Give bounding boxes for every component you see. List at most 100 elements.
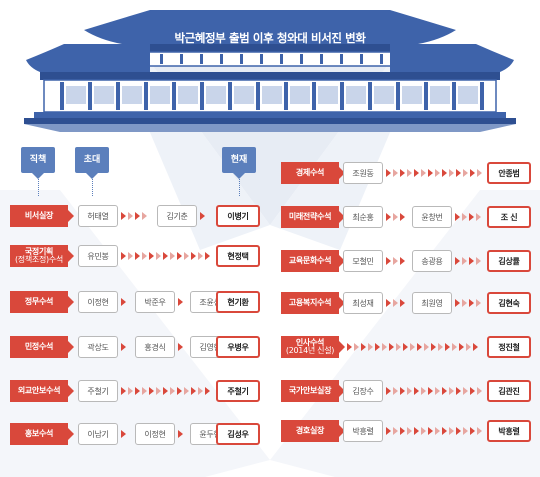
arrow-icon [393, 213, 398, 221]
arrow-icon [452, 343, 457, 351]
arrow-icon [347, 343, 352, 351]
position-label-line: 교육문화수석 [288, 255, 332, 265]
position-label-text: 미래전략수석 [288, 211, 332, 221]
position-label-line: 홍보수석 [24, 428, 54, 438]
arrow-icon [396, 343, 401, 351]
arrow-icon [469, 257, 474, 265]
arrow-icon [463, 427, 468, 435]
position-label-line: 고용복지수석 [288, 297, 332, 307]
current-holder-box: 김상률 [487, 250, 531, 272]
person-box: 모철민 [343, 250, 383, 272]
arrow-chain [455, 299, 484, 307]
position-label-line: 정무수석 [24, 296, 54, 306]
arrow-icon [142, 212, 147, 220]
position-label-text: 정무수석 [24, 296, 54, 306]
position-label: 인사수석(2014년 신설) [281, 336, 345, 358]
arrow-icon [417, 343, 422, 351]
arrow-icon [462, 257, 467, 265]
arrow-icon [198, 252, 203, 260]
arrow-chain [121, 212, 154, 220]
arrow-icon [435, 427, 440, 435]
arrow-icon [178, 298, 183, 306]
position-label-line: 미래전략수석 [288, 211, 332, 221]
arrow-icon [382, 343, 387, 351]
arrow-icon [184, 252, 189, 260]
arrow-icon [469, 299, 474, 307]
arrow-chain [121, 430, 132, 438]
arrow-icon [477, 427, 482, 435]
current-holder-box: 김현숙 [487, 292, 531, 314]
position-label-text: 민정수석 [24, 341, 54, 351]
arrow-icon [393, 299, 398, 307]
arrow-icon [456, 427, 461, 435]
header-current-guide [239, 179, 240, 196]
arrow-icon [135, 387, 140, 395]
arrow-icon [470, 427, 475, 435]
arrow-icon [400, 169, 405, 177]
position-label-text: 홍보수석 [24, 428, 54, 438]
arrow-icon [455, 213, 460, 221]
arrow-icon [449, 169, 454, 177]
position-label-text: 고용복지수석 [288, 297, 332, 307]
arrow-icon [386, 257, 391, 265]
header-position-guide [38, 179, 39, 196]
person-box: 허태열 [78, 205, 118, 227]
arrow-icon [442, 427, 447, 435]
current-holder-box: 정진철 [487, 336, 531, 358]
arrow-icon [407, 387, 412, 395]
infographic-title: 박근혜정부 출범 이후 청와대 비서진 변화 [174, 31, 366, 45]
arrow-chain [200, 212, 213, 220]
position-label-text: 인사수석(2014년 신설) [286, 338, 335, 356]
arrow-icon [428, 427, 433, 435]
position-label-text: 경호실장 [295, 425, 325, 435]
position-label: 국정기획(정책조정)수석 [10, 245, 74, 267]
arrow-icon [149, 387, 154, 395]
person-box: 곽상도 [78, 336, 118, 358]
arrow-icon [142, 252, 147, 260]
position-label-line: 국가안보실장 [288, 385, 332, 395]
arrow-icon [170, 252, 175, 260]
arrow-icon [463, 387, 468, 395]
current-holder-box: 김성우 [216, 423, 260, 445]
position-label-line: 경호실장 [295, 425, 325, 435]
arrow-icon [476, 299, 481, 307]
arrow-icon [386, 213, 391, 221]
arrow-icon [191, 252, 196, 260]
arrow-icon [442, 169, 447, 177]
arrow-icon [421, 169, 426, 177]
position-label: 민정수석 [10, 336, 74, 358]
position-label: 비서실장 [10, 205, 74, 227]
position-label-line: 국정기획 [24, 246, 54, 256]
arrow-icon [463, 169, 468, 177]
arrow-icon [400, 257, 405, 265]
arrow-chain [178, 298, 187, 306]
arrow-icon [442, 387, 447, 395]
arrow-icon [462, 299, 467, 307]
position-label: 외교안보수석 [10, 380, 74, 402]
arrow-icon [121, 212, 126, 220]
arrow-icon [400, 299, 405, 307]
position-label-line: 비서실장 [24, 210, 54, 220]
arrow-icon [435, 387, 440, 395]
arrow-icon [403, 343, 408, 351]
position-label: 정무수석 [10, 291, 74, 313]
arrow-icon [428, 387, 433, 395]
arrow-icon [462, 213, 467, 221]
person-box: 유민봉 [78, 245, 118, 267]
arrow-icon [400, 427, 405, 435]
arrow-icon [375, 343, 380, 351]
position-label-line: (정책조정)수석 [14, 255, 63, 264]
position-label: 경제수석 [281, 162, 345, 184]
position-label-line: 민정수석 [24, 341, 54, 351]
position-label-text: 비서실장 [24, 210, 54, 220]
arrow-icon [470, 169, 475, 177]
arrow-icon [135, 252, 140, 260]
arrow-icon [421, 427, 426, 435]
person-box: 이정현 [135, 423, 175, 445]
arrow-icon [178, 343, 183, 351]
